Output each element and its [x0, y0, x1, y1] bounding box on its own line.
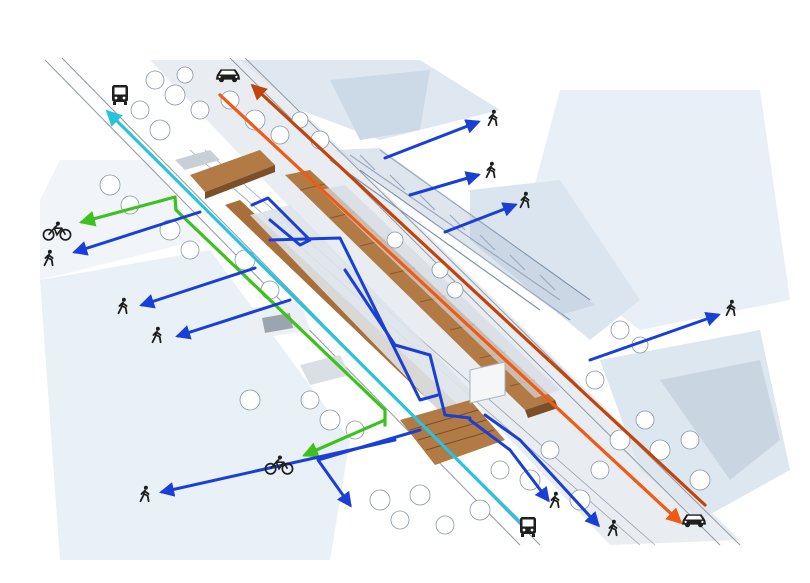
- pedestrian-flow-route: [268, 236, 440, 402]
- bus-icon: [520, 517, 536, 537]
- pedestrian-flow-arrow: [483, 413, 601, 528]
- bus-flow-arrow: [105, 109, 532, 534]
- pedestrian-flow-arrow: [443, 202, 518, 234]
- bus-icon: [112, 85, 128, 105]
- car-flow-arrow-north: [250, 83, 707, 507]
- snowy-trees: [99, 66, 711, 535]
- pedestrian-flow-arrow: [175, 298, 292, 340]
- cyclist-flow-arrow-north: [78, 195, 387, 427]
- station-structures: [175, 148, 595, 465]
- pedestrian-flow-arrow: [468, 418, 550, 503]
- pedestrian-flow-arrow: [408, 171, 481, 197]
- pedestrian-flow-arrow: [72, 210, 202, 256]
- pedestrian-flow-route: [343, 268, 472, 420]
- pedestrian-flow-arrow: [588, 311, 721, 362]
- pedestrian-flow-arrow: [383, 119, 481, 160]
- pedestrian-flow-arrow: [316, 428, 422, 508]
- car-flow-arrow-south: [218, 93, 683, 525]
- pedestrian-icon: [485, 160, 496, 179]
- cyclist-flow-arrow-south: [302, 418, 387, 458]
- pedestrian-flow-arrow: [139, 266, 257, 309]
- pedestrian-icon: [549, 490, 560, 509]
- flow-arrows: [72, 83, 721, 534]
